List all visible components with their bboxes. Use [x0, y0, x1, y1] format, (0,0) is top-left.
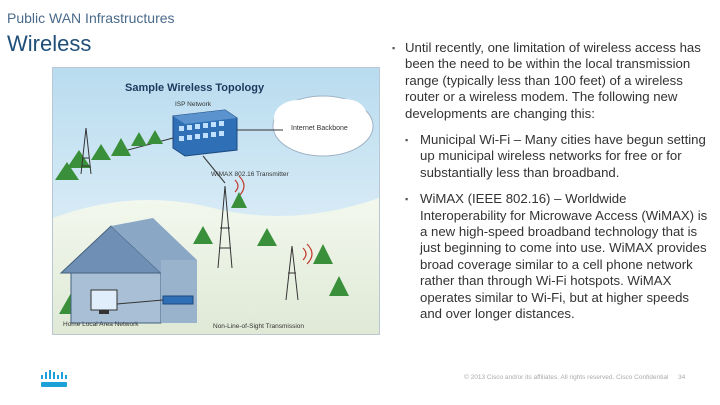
bullet-item: ▪ Until recently, one limitation of wire…	[392, 40, 710, 122]
cloud-icon	[272, 95, 374, 157]
transmitter-label: WiMAX 802.16 Transmitter	[211, 171, 289, 178]
sub-bullet-text: Municipal Wi-Fi – Many cities have begun…	[420, 132, 706, 180]
bullet-list: ▪ Until recently, one limitation of wire…	[392, 40, 710, 323]
sub-bullet-item: ▪ Municipal Wi-Fi – Many cities have beg…	[405, 132, 710, 181]
slide-title: Wireless	[7, 31, 92, 56]
wireless-topology-figure: Sample Wireless Topology Internet Backbo…	[52, 67, 380, 335]
figure-title: Sample Wireless Topology	[125, 82, 265, 94]
modem-icon	[162, 295, 194, 305]
cisco-logo-icon	[41, 370, 67, 387]
sub-bullet-text: WiMAX (IEEE 802.16) – Worldwide Interope…	[420, 191, 708, 322]
page-number: 34	[678, 374, 686, 381]
bullet-glyph: ▪	[405, 135, 409, 146]
signal-waves-icon	[234, 175, 313, 265]
home-lan-label: Home Local Area Network	[63, 321, 139, 328]
internet-backbone-label: Internet Backbone	[291, 125, 348, 132]
nlos-label: Non-Line-of-Sight Transmission	[213, 323, 304, 330]
sub-bullet-item: ▪ WiMAX (IEEE 802.16) – Worldwide Intero…	[405, 191, 710, 322]
home-icon	[59, 218, 197, 324]
bullet-glyph: ▪	[405, 194, 409, 205]
bullet-glyph: ▪	[392, 43, 396, 53]
isp-building-icon	[172, 109, 238, 157]
footer-copyright: © 2013 Cisco and/or its affiliates. All …	[464, 374, 669, 381]
bullet-text: Until recently, one limitation of wirele…	[405, 40, 701, 121]
tower-icon	[80, 127, 299, 301]
section-eyebrow: Public WAN Infrastructures	[7, 10, 175, 26]
tree-cluster-icon	[55, 130, 163, 180]
topology-illustration: Sample Wireless Topology Internet Backbo…	[53, 68, 379, 334]
isp-network-label: ISP Network	[175, 101, 212, 108]
